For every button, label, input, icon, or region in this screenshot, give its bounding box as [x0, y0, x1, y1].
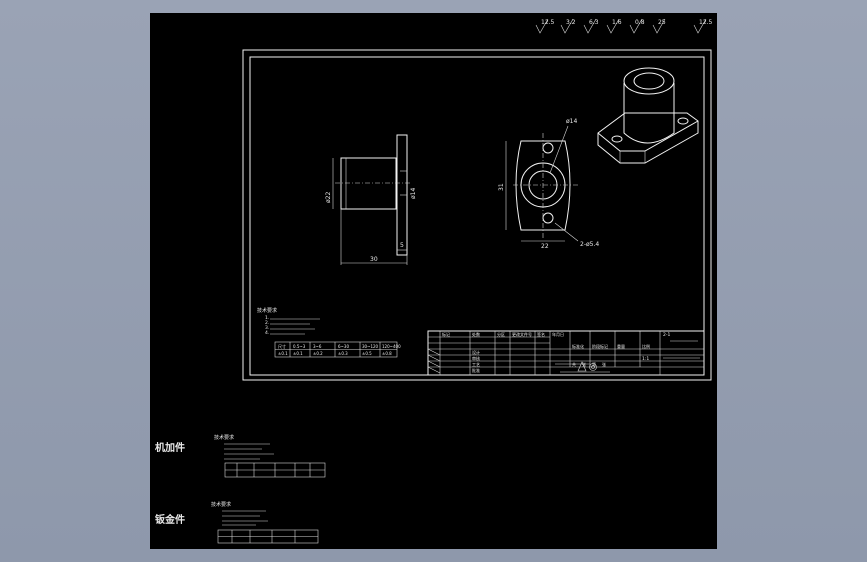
cad-drawing: 12.5 3.2 6.3 1.6 0.8 25 12.5 [155, 18, 713, 544]
title-row-label: 批准 [472, 367, 480, 373]
sheet-metal-note: 钣金件 技术要求 [155, 501, 319, 544]
title-col-label: 更改文件号 [512, 331, 532, 337]
title-block: 标记 处数 分区 更改文件号 签名 年月日 设计 审核 工艺 批准 标准化 阶段… [427, 330, 705, 376]
tolerance-header: 30~120 [362, 344, 379, 349]
note-heading: 技术要求 [211, 501, 231, 508]
roughness-value: 25 [658, 19, 666, 26]
tolerance-header: 3~6 [313, 344, 322, 349]
roughness-value: 6.3 [589, 19, 599, 26]
tech-req-line: 2. [265, 320, 269, 326]
title-misc-label: 标准化 [572, 343, 584, 349]
drawing-scale: 1:1 [642, 356, 649, 362]
tolerance-header: 6~30 [338, 344, 349, 349]
dimension-label: 5 [400, 242, 404, 249]
title-col-label: 标记 [442, 331, 450, 337]
roughness-symbol-row: 12.5 3.2 6.3 1.6 0.8 25 12.5 [535, 18, 713, 34]
front-view: 30 5 ø22 ø14 [325, 134, 417, 265]
projection-symbol-icon [577, 361, 587, 372]
tolerance-value: ±0.1 [278, 351, 288, 356]
tolerance-table: 尺寸 0.5~3 3~6 6~30 30~120 120~400 ±0.1 ±0… [274, 341, 401, 358]
dimension-label: 30 [370, 256, 378, 263]
title-col-label: 年月日 [552, 331, 564, 337]
dimension-label: 2-ø5.4 [580, 241, 599, 248]
title-misc-label: 第 [592, 361, 596, 367]
side-view: 31 22 2-ø5.4 ø14 [498, 118, 599, 250]
title-misc-label: 重量 [617, 343, 625, 349]
tolerance-value: ±0.5 [362, 351, 372, 356]
note-label: 钣金件 [155, 513, 185, 526]
dimension-label: ø14 [410, 188, 417, 199]
inner-border [249, 56, 705, 376]
tolerance-header: 尺寸 [278, 343, 286, 349]
tolerance-header: 0.5~3 [293, 344, 306, 349]
title-col-label: 分区 [497, 331, 505, 337]
tolerance-value: ±0.8 [382, 351, 392, 356]
note-label: 机加件 [155, 441, 185, 454]
tolerance-header: 120~400 [382, 344, 401, 349]
tech-req-line: 4. [265, 330, 269, 336]
dimension-label: 22 [541, 243, 549, 250]
title-col-label: 处数 [472, 331, 480, 337]
projection-circle-icon [589, 363, 597, 371]
title-row-label: 设计 [472, 349, 480, 355]
roughness-value: 12.5 [699, 19, 713, 26]
tech-requirements: 技术要求 1. 2. 3. 4. [257, 307, 320, 336]
tech-req-heading: 技术要求 [257, 307, 277, 314]
title-misc-label: 张 [602, 361, 606, 367]
title-col-label: 签名 [537, 331, 545, 337]
roughness-value: 3.2 [566, 19, 576, 26]
isometric-view [597, 67, 699, 164]
title-row-label: 工艺 [472, 362, 480, 367]
outer-border [242, 49, 712, 381]
title-row-label: 审核 [472, 355, 480, 361]
title-misc-label: 比例 [642, 343, 650, 349]
note-heading: 技术要求 [214, 434, 234, 441]
tech-req-line: 3. [265, 325, 269, 331]
roughness-value: 12.5 [541, 19, 555, 26]
tolerance-value: ±0.1 [293, 351, 303, 356]
tolerance-value: ±0.3 [338, 351, 348, 356]
dimension-label: ø14 [566, 118, 577, 125]
drawing-sheet: 12.5 3.2 6.3 1.6 0.8 25 12.5 [150, 13, 717, 549]
roughness-value: 1.6 [612, 19, 622, 26]
tolerance-value: ±0.2 [313, 351, 323, 356]
title-misc-label: 阶段标记 [592, 343, 608, 349]
machined-part-note: 机加件 技术要求 [155, 434, 326, 478]
dimension-label: ø22 [325, 192, 332, 203]
tech-req-line: 1. [265, 315, 269, 321]
dimension-label: 31 [498, 183, 505, 191]
roughness-value: 0.8 [635, 19, 645, 26]
drawing-number: 2-1 [663, 332, 670, 338]
